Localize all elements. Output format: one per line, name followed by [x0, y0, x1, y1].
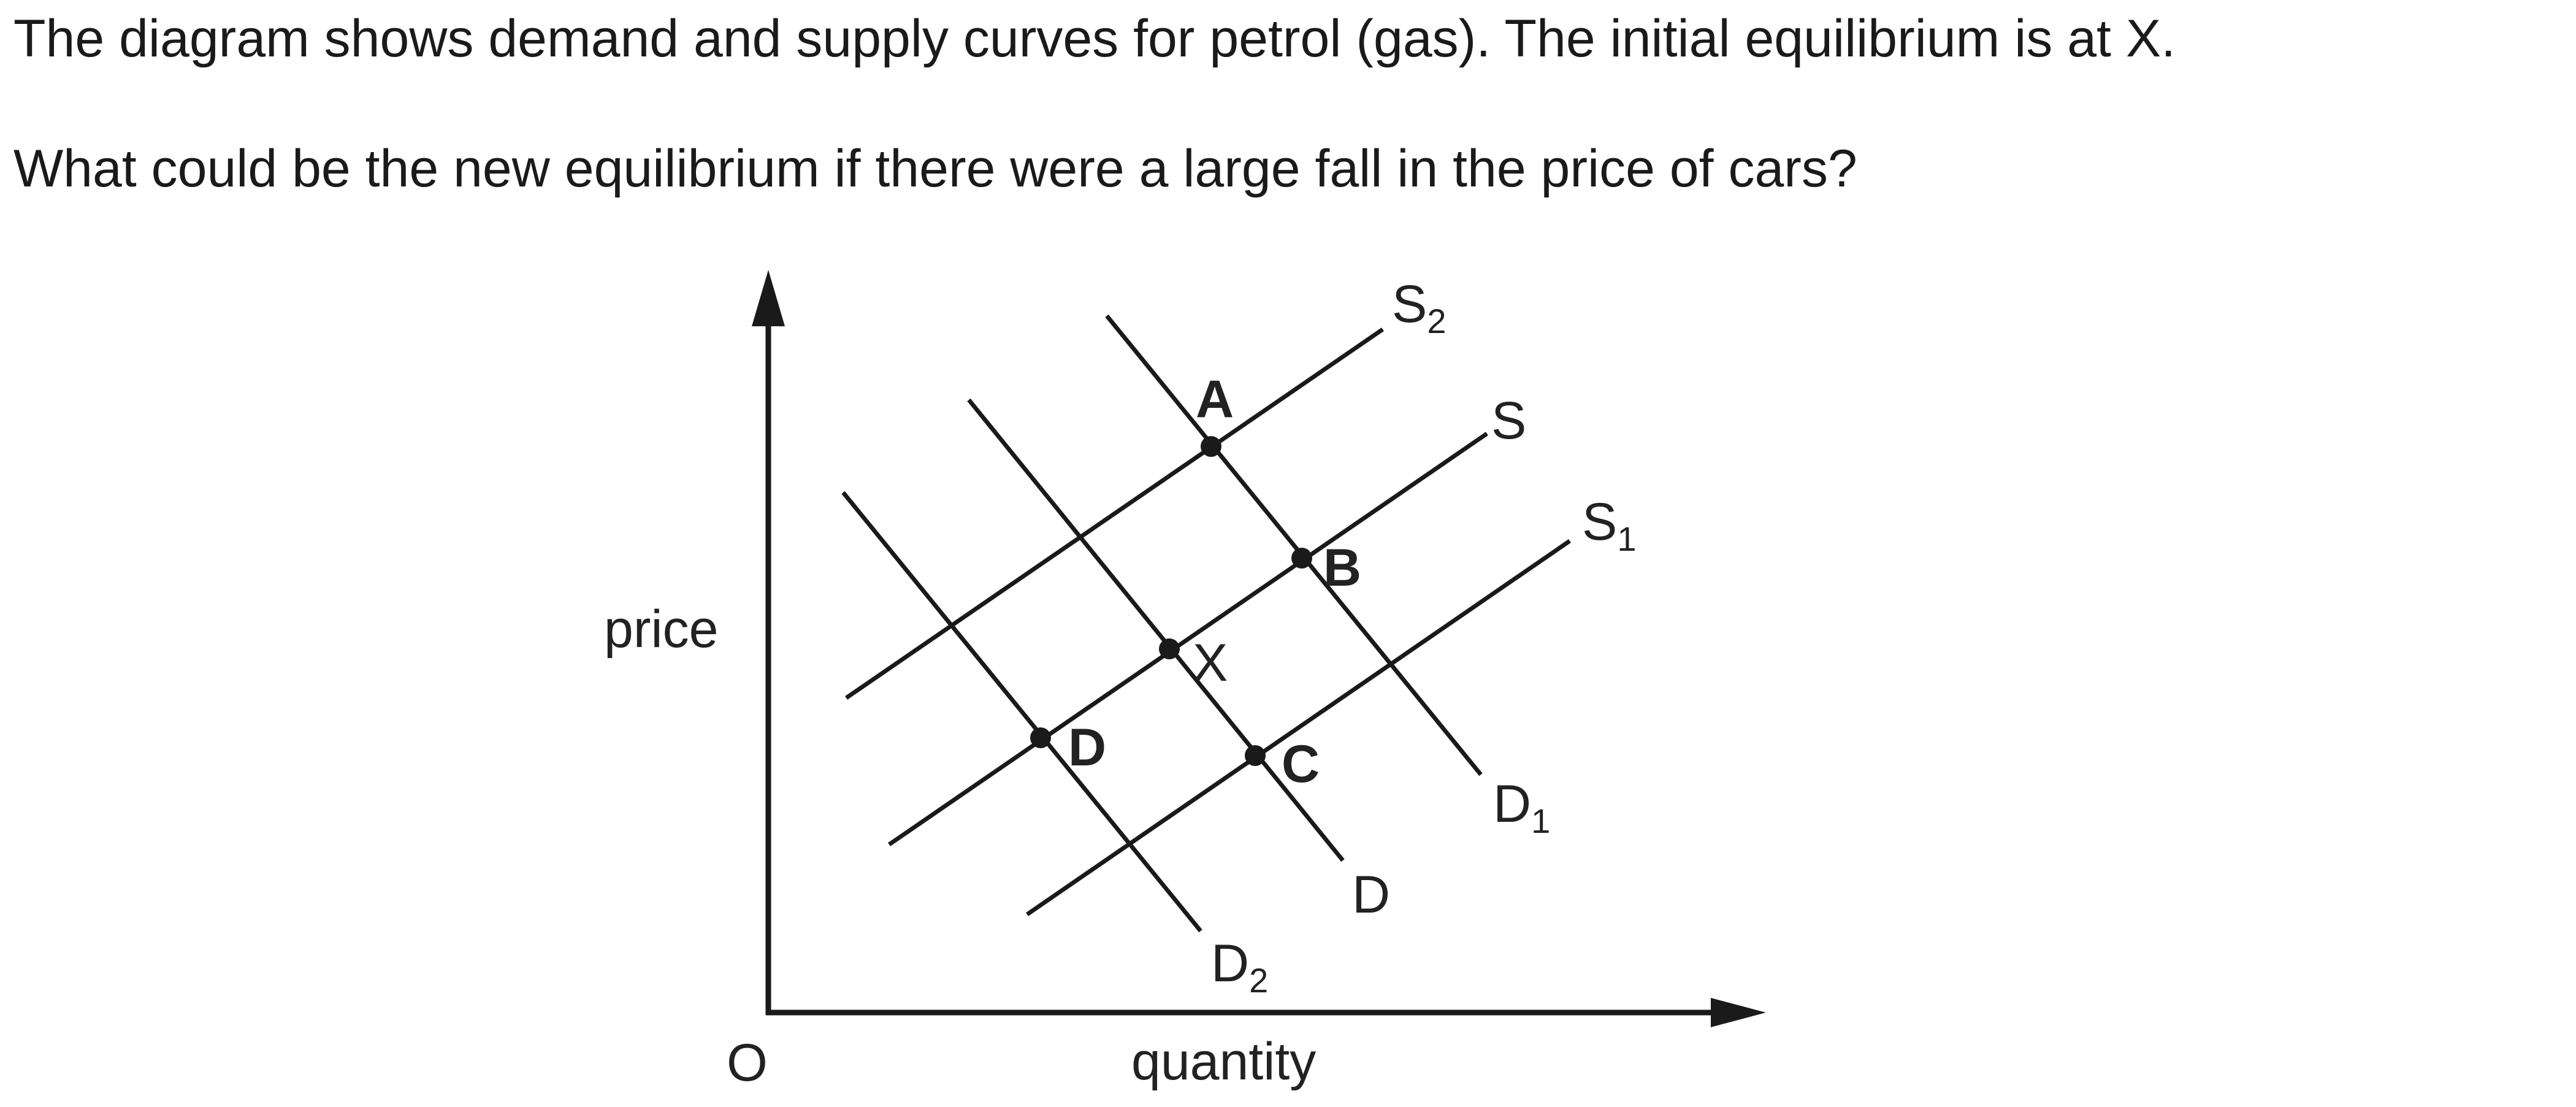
point-label-a: A	[1196, 370, 1234, 429]
x-axis-arrowhead	[1711, 998, 1766, 1027]
curve-label-s: S	[1491, 391, 1526, 450]
supply-curves	[845, 328, 1571, 916]
axes	[752, 270, 1766, 1027]
point-label-c: C	[1282, 735, 1320, 794]
curve-label-d2: D2	[1211, 934, 1268, 1000]
supply-curve-s1	[1026, 539, 1571, 916]
demand-curve-d	[967, 398, 1345, 862]
point-b-marker	[1291, 548, 1312, 569]
demand-curve-d1	[1105, 314, 1483, 776]
point-d-marker	[1030, 727, 1051, 748]
demand-curve-d2	[841, 491, 1202, 933]
point-label-d: D	[1068, 718, 1106, 777]
point-label-b: B	[1323, 538, 1361, 597]
demand-curves	[841, 314, 1483, 933]
curve-label-s2: S2	[1392, 275, 1447, 340]
y-axis-label: price	[604, 600, 718, 659]
point-x-marker	[1159, 638, 1180, 659]
question-text-line-1: The diagram shows demand and supply curv…	[13, 9, 2176, 68]
question-text-line-2: What could be the new equilibrium if the…	[13, 139, 1857, 198]
x-axis-label: quantity	[1131, 1032, 1316, 1091]
curve-label-d1: D1	[1493, 775, 1550, 840]
origin-label: O	[727, 1033, 768, 1092]
point-label-x: X	[1193, 634, 1228, 692]
equilibrium-points	[1030, 436, 1312, 766]
supply-curve-s2	[845, 328, 1384, 700]
supply-curve-s	[888, 432, 1488, 846]
curve-label-s1: S1	[1582, 492, 1637, 558]
point-c-marker	[1245, 745, 1266, 766]
curve-label-d: D	[1352, 865, 1390, 924]
y-axis-arrowhead	[752, 270, 785, 326]
point-a-marker	[1201, 436, 1221, 457]
